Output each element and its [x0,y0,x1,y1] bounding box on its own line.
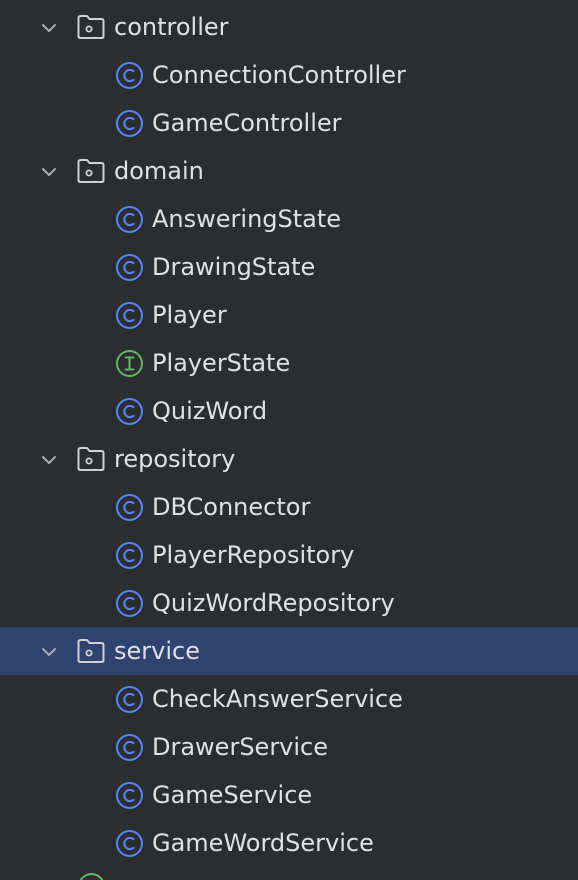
folder-row-repository[interactable]: repository [0,435,578,483]
tree-item-label: PlayerState [152,349,291,377]
folder-row-domain[interactable]: domain [0,147,578,195]
tree-item-game-controller[interactable]: GameController [0,99,578,147]
tree-item-game-service[interactable]: GameService [0,771,578,819]
tree-item-label: CheckAnswerService [152,685,403,713]
tree-item-label: GameService [152,781,313,809]
class-icon [116,686,143,713]
class-icon [116,590,143,617]
chevron-down-icon[interactable] [38,161,60,183]
class-icon [116,494,143,521]
class-icon [116,206,143,233]
folder-icon [77,15,105,39]
tree-item-check-answer-service[interactable]: CheckAnswerService [0,675,578,723]
folder-icon [77,159,105,183]
tree-item-game-word-service[interactable]: GameWordService [0,819,578,867]
folder-label: repository [114,445,236,473]
partial-item-icon [79,873,104,880]
tree-item-label: DrawingState [152,253,316,281]
tree-item-label: GameController [152,109,342,137]
tree-item-answering-state[interactable]: AnsweringState [0,195,578,243]
tree-item-label: GameWordService [152,829,374,857]
tree-item-label: AnsweringState [152,205,342,233]
tree-item-label: QuizWord [152,397,268,425]
tree-item-label: DBConnector [152,493,311,521]
chevron-down-icon[interactable] [38,17,60,39]
folder-icon [77,447,105,471]
folder-row-service[interactable]: service [0,627,578,675]
tree-item-label: QuizWordRepository [152,589,395,617]
class-icon [116,398,143,425]
chevron-down-icon[interactable] [38,449,60,471]
chevron-down-icon[interactable] [38,641,60,663]
tree-item-player-state[interactable]: PlayerState [0,339,578,387]
folder-icon [77,639,105,663]
tree-item-drawing-state[interactable]: DrawingState [0,243,578,291]
class-icon [116,782,143,809]
class-icon [116,110,143,137]
tree-item-player[interactable]: Player [0,291,578,339]
class-icon [116,254,143,281]
folder-label: controller [114,13,229,41]
tree-item-db-connector[interactable]: DBConnector [0,483,578,531]
interface-icon [116,350,143,377]
tree-item-drawer-service[interactable]: DrawerService [0,723,578,771]
tree-item-label: Player [152,301,227,329]
class-icon [116,62,143,89]
tree-item-label: DrawerService [152,733,329,761]
folder-row-controller[interactable]: controller [0,3,578,51]
class-icon [116,542,143,569]
tree-item-connection-controller[interactable]: ConnectionController [0,51,578,99]
tree-item-quiz-word-repository[interactable]: QuizWordRepository [0,579,578,627]
folder-label: service [114,637,200,665]
tree-item-label: ConnectionController [152,61,406,89]
class-icon [116,302,143,329]
class-icon [116,830,143,857]
class-icon [116,734,143,761]
tree-item-player-repository[interactable]: PlayerRepository [0,531,578,579]
folder-label: domain [114,157,204,185]
tree-item-quiz-word[interactable]: QuizWord [0,387,578,435]
tree-item-label: PlayerRepository [152,541,355,569]
